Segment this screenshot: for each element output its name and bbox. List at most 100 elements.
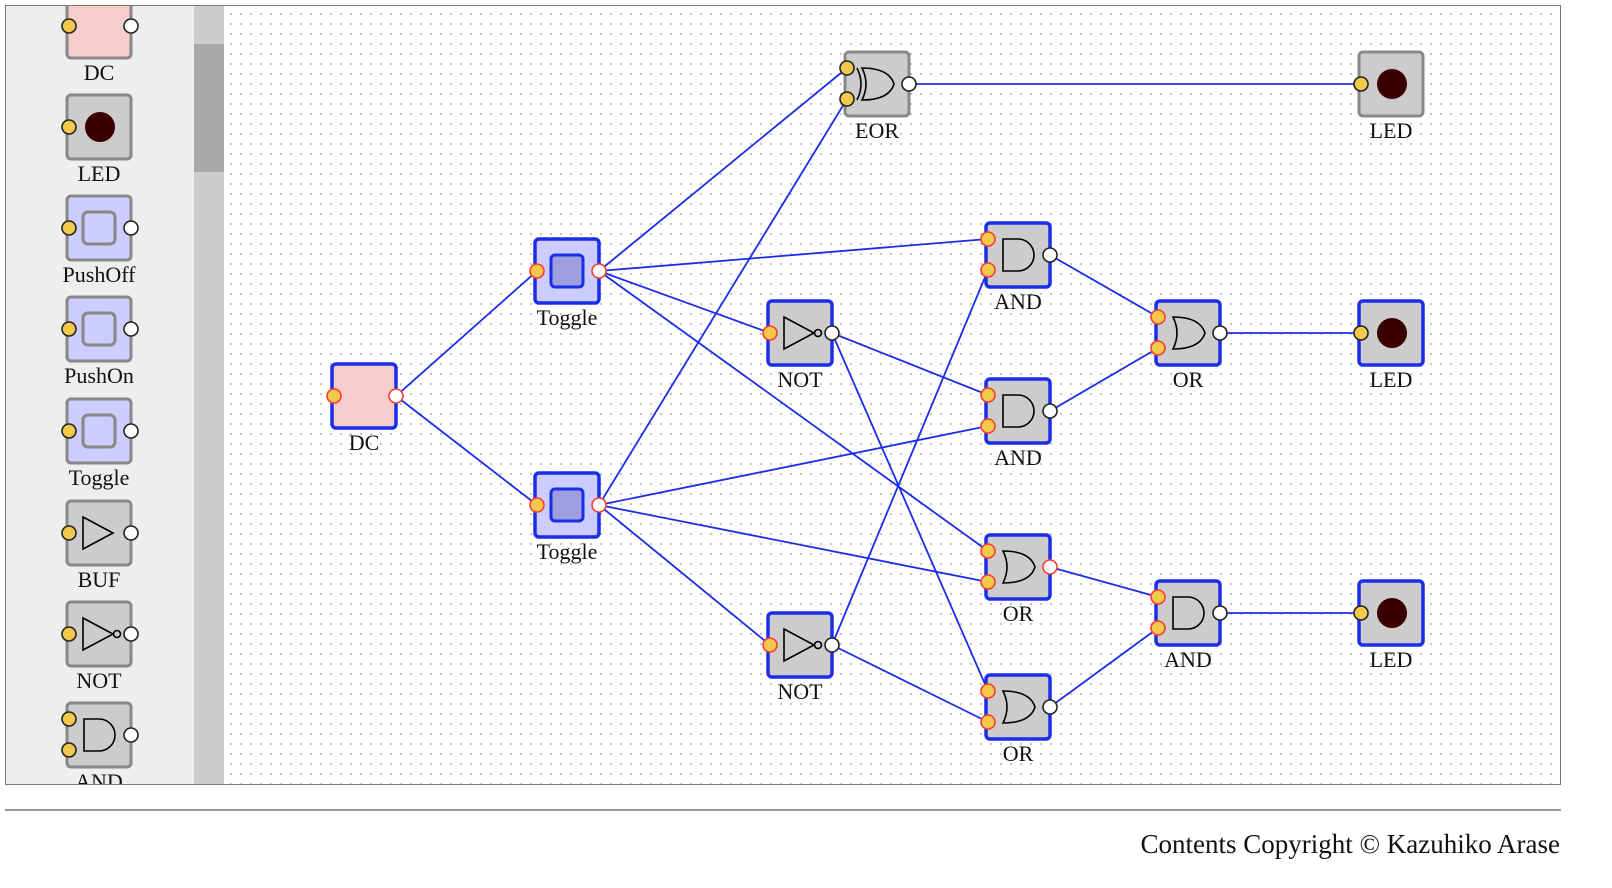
output-pin[interactable] [123, 423, 139, 439]
input-pin[interactable] [61, 18, 77, 34]
device-eor-gate[interactable]: EOR [839, 50, 917, 143]
input-pin[interactable] [980, 574, 996, 590]
output-pin[interactable] [591, 497, 607, 513]
device-body[interactable] [1154, 299, 1222, 367]
device-push-switch[interactable]: PushOff [61, 194, 139, 287]
wire[interactable] [1049, 254, 1159, 318]
input-pin[interactable] [980, 683, 996, 699]
device-body[interactable] [984, 533, 1052, 601]
output-pin[interactable] [901, 76, 917, 92]
input-pin[interactable] [61, 711, 77, 727]
output-pin[interactable] [123, 525, 139, 541]
scrollbar-thumb[interactable] [194, 44, 224, 172]
wire[interactable] [831, 269, 989, 646]
device-and-gate[interactable]: AND [61, 701, 139, 784]
wire[interactable] [598, 67, 848, 272]
device-body[interactable] [1154, 579, 1222, 647]
device-body[interactable] [984, 377, 1052, 445]
wire[interactable] [598, 425, 989, 506]
output-pin[interactable] [123, 18, 139, 34]
input-pin[interactable] [61, 321, 77, 337]
device-push-switch[interactable]: PushOn [61, 295, 139, 388]
input-pin[interactable] [61, 626, 77, 642]
wire[interactable] [598, 238, 989, 272]
input-pin[interactable] [980, 231, 996, 247]
toolbox-scrollbar[interactable] [194, 6, 224, 784]
wire[interactable] [831, 644, 989, 723]
device-led[interactable]: LED [1353, 50, 1425, 143]
wire[interactable] [395, 395, 538, 506]
input-pin[interactable] [61, 220, 77, 236]
device-and-gate[interactable]: AND [980, 377, 1058, 470]
output-pin[interactable] [1042, 247, 1058, 263]
input-pin[interactable] [1353, 76, 1369, 92]
device-not-gate[interactable]: NOT [61, 600, 139, 693]
device-body[interactable] [984, 673, 1052, 741]
output-pin[interactable] [591, 263, 607, 279]
device-led[interactable]: LED [1353, 299, 1425, 392]
wire[interactable] [1049, 566, 1159, 598]
device-push-switch[interactable]: Toggle [61, 397, 139, 490]
input-pin[interactable] [529, 497, 545, 513]
wire[interactable] [598, 98, 848, 506]
input-pin[interactable] [762, 637, 778, 653]
output-pin[interactable] [824, 637, 840, 653]
device-body[interactable] [843, 50, 911, 118]
input-pin[interactable] [1150, 309, 1166, 325]
device-body[interactable] [65, 6, 133, 60]
output-pin[interactable] [1042, 559, 1058, 575]
device-or-gate[interactable]: OR [980, 673, 1058, 766]
input-pin[interactable] [839, 91, 855, 107]
output-pin[interactable] [123, 626, 139, 642]
output-pin[interactable] [123, 321, 139, 337]
wire[interactable] [1049, 347, 1159, 412]
device-buf-gate[interactable]: BUF [61, 499, 139, 592]
input-pin[interactable] [839, 60, 855, 76]
input-pin[interactable] [980, 714, 996, 730]
wire[interactable] [831, 332, 989, 396]
input-pin[interactable] [980, 418, 996, 434]
input-pin[interactable] [326, 388, 342, 404]
wire[interactable] [598, 504, 989, 583]
input-pin[interactable] [1150, 620, 1166, 636]
output-pin[interactable] [123, 220, 139, 236]
output-pin[interactable] [388, 388, 404, 404]
device-body[interactable] [65, 701, 133, 769]
output-pin[interactable] [1212, 325, 1228, 341]
device-and-gate[interactable]: AND [980, 221, 1058, 314]
device-not-gate[interactable]: NOT [762, 611, 840, 704]
input-pin[interactable] [61, 525, 77, 541]
wire[interactable] [831, 332, 989, 692]
input-pin[interactable] [762, 325, 778, 341]
wire[interactable] [598, 504, 771, 646]
input-pin[interactable] [61, 423, 77, 439]
device-dc[interactable]: DC [326, 362, 404, 455]
output-pin[interactable] [1042, 403, 1058, 419]
input-pin[interactable] [980, 262, 996, 278]
output-pin[interactable] [1212, 605, 1228, 621]
wire[interactable] [1049, 627, 1159, 708]
wire[interactable] [395, 270, 538, 397]
input-pin[interactable] [1353, 325, 1369, 341]
input-pin[interactable] [1150, 589, 1166, 605]
device-led[interactable]: LED [1353, 579, 1425, 672]
output-pin[interactable] [824, 325, 840, 341]
device-or-gate[interactable]: OR [980, 533, 1058, 626]
input-pin[interactable] [980, 387, 996, 403]
input-pin[interactable] [1150, 340, 1166, 356]
device-toggle-switch[interactable]: Toggle [529, 471, 607, 564]
input-pin[interactable] [980, 543, 996, 559]
output-pin[interactable] [123, 727, 139, 743]
input-pin[interactable] [61, 742, 77, 758]
device-not-gate[interactable]: NOT [762, 299, 840, 392]
wire[interactable] [598, 270, 771, 334]
device-body[interactable] [984, 221, 1052, 289]
device-toggle-switch[interactable]: Toggle [529, 237, 607, 330]
input-pin[interactable] [529, 263, 545, 279]
wire[interactable] [598, 270, 989, 552]
input-pin[interactable] [61, 119, 77, 135]
output-pin[interactable] [1042, 699, 1058, 715]
input-pin[interactable] [1353, 605, 1369, 621]
